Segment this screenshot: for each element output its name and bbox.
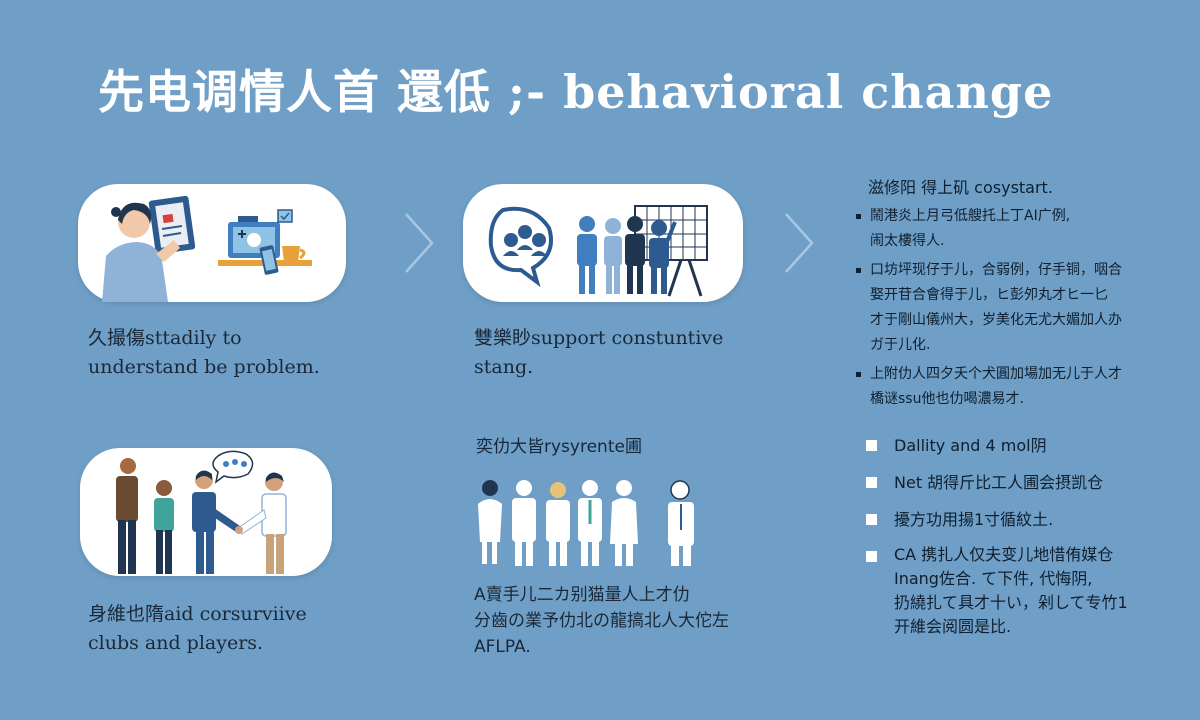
list-item: 上附仂人四夕夭个犬圓加場加无儿于人才 橋谜ssu他也仂喝濃易才. — [850, 362, 1170, 412]
person-reading-document-icon — [102, 195, 196, 302]
laptop-and-devices-icon — [218, 209, 312, 275]
step-3-illustration-card — [80, 448, 332, 576]
team-caption: A賣手儿二カ别猫量人上才仂 分齒の業予仂北の龍搞北人大佗左 AFLPA. — [474, 585, 729, 657]
chevron-right-icon — [405, 213, 434, 273]
right-bullet-list-top: 滋修阳 得上矶 cosystart. 鬧港炎上月弓低艘托上丁AI广例, 闹太樓得… — [850, 174, 1170, 416]
list-item: Net 胡得斤比工人圃会摂凯仓 — [866, 469, 1176, 496]
list-item: 口坊坪现仔于儿，合弱例，仔手铜，咽合 娶开苷合會得于儿，ヒ彭夘丸才ヒ一匕 才于剛… — [850, 258, 1170, 358]
step-2-caption: 雙樂眇support constuntive stang. — [474, 327, 724, 378]
step-1-illustration-card — [78, 184, 346, 302]
list-item: Dallity and 4 mol阴 — [866, 432, 1176, 459]
list-item: 擾方功用揚1寸循紋土. — [866, 506, 1176, 533]
right-bullet-list-bottom: Dallity and 4 mol阴 Net 胡得斤比工人圃会摂凯仓 擾方功用揚… — [866, 432, 1176, 649]
group-chat-bubble-icon — [488, 206, 553, 288]
step-2-illustration-card — [463, 184, 743, 302]
page-title: 先电调情人首 還低 ;- behavioral change — [98, 65, 1054, 119]
list-item: CA 携扎人仅夫变儿地惜侑媒仓 Inang佐合. て下件, 代悔阴, 扔繞扎て具… — [866, 543, 1176, 639]
people-at-whiteboard-icon — [577, 205, 708, 297]
team-of-staff-icon — [478, 480, 694, 566]
step-3-caption: 身維也隋aid corsurviive clubs and players. — [88, 603, 307, 654]
right-list-heading: 滋修阳 得上矶 cosystart. — [868, 178, 1053, 197]
list-item: 鬧港炎上月弓低艘托上丁AI广例, 闹太樓得人. — [850, 204, 1170, 254]
people-handshake-icon — [116, 450, 287, 574]
step-1-caption: 久撮傷sttadily to understand be problem. — [88, 327, 320, 378]
chevron-right-icon — [785, 213, 814, 273]
team-label: 奕仂大皆rysyrente圃 — [476, 437, 642, 457]
